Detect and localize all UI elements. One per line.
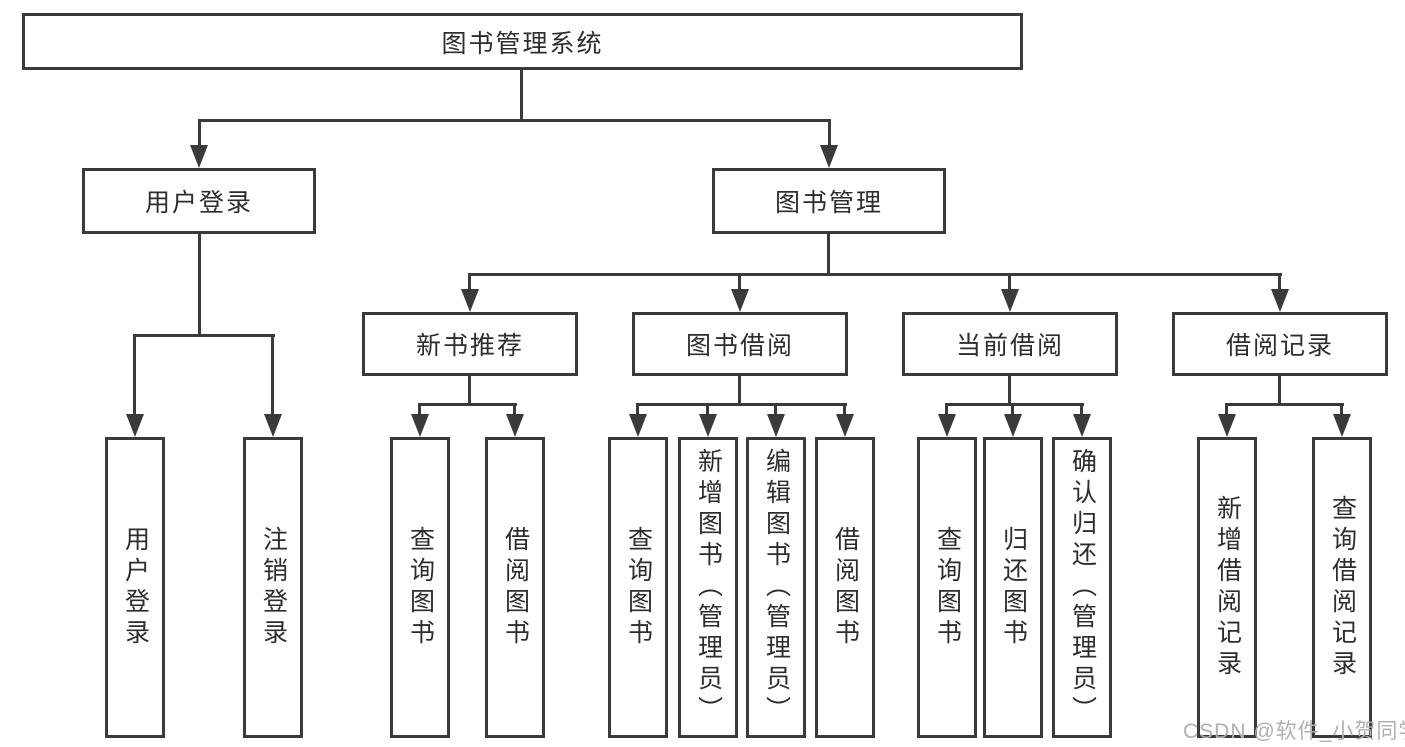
leaf-borrow-books-label: 借阅图书 [831,525,860,650]
leaf-add-book-admin: 新增图书（管理员） [678,437,738,738]
arrowhead-down [699,414,717,437]
arrowhead-down [411,414,429,437]
arrowhead-down [820,145,838,168]
node-new-book-recommend: 新书推荐 [362,312,578,376]
arrowhead-down [461,289,479,312]
connector-line [1225,406,1228,415]
leaf-query-borrow-record: 查询借阅记录 [1312,437,1372,738]
leaf-logout-label: 注销登录 [259,525,288,650]
connector-line [945,406,948,415]
arrowhead-down [1333,414,1351,437]
connector-line [468,273,1282,276]
leaf-return-book-label: 归还图书 [999,525,1028,650]
watermark: CSDN @软件_小贺同学 [1183,720,1405,743]
leaf-query-books-recommend: 查询图书 [390,437,450,738]
connector-line [271,337,274,415]
connector-line [1008,276,1011,290]
leaf-query-borrow-record-label: 查询借阅记录 [1328,494,1357,681]
connector-line [774,406,777,415]
node-borrow-records: 借阅记录 [1172,312,1388,376]
node-book-management-label: 图书管理 [774,189,883,217]
leaf-query-books-current-label: 查询图书 [933,525,962,650]
leaf-add-book-admin-label: 新增图书（管理员） [694,448,723,727]
leaf-query-books-recommend-label: 查询图书 [406,525,435,650]
arrowhead-down [767,414,785,437]
connector-line [1225,403,1344,406]
node-user-login-label: 用户登录 [144,189,253,217]
connector-line [1278,376,1281,406]
connector-line [1278,276,1281,290]
leaf-query-books-borrow-label: 查询图书 [624,525,653,650]
arrowhead-down [1073,414,1091,437]
leaf-borrow-books-recommend-label: 借阅图书 [501,525,530,650]
connector-line [1340,406,1343,415]
leaf-add-borrow-record-label: 新增借阅记录 [1213,494,1242,681]
arrowhead-down [629,414,647,437]
connector-line [945,403,1084,406]
connector-line [738,276,741,290]
arrowhead-down [506,414,524,437]
connector-line [418,406,421,415]
leaf-return-book: 归还图书 [983,437,1043,738]
connector-line [133,334,275,337]
connector-line [520,69,523,121]
leaf-edit-book-admin: 编辑图书（管理员） [746,437,806,738]
node-root: 图书管理系统 [22,13,1023,70]
connector-line [738,376,741,406]
arrowhead-down [1218,414,1236,437]
connector-line [468,376,471,406]
leaf-logout: 注销登录 [243,437,303,738]
connector-line [198,121,201,146]
leaf-user-login: 用户登录 [105,437,165,738]
leaf-user-login-label: 用户登录 [121,525,150,650]
node-borrow-records-label: 借阅记录 [1225,332,1334,360]
arrowhead-down [126,414,144,437]
arrowhead-down [190,145,208,168]
node-new-book-recommend-label: 新书推荐 [415,332,524,360]
arrowhead-down [731,289,749,312]
connector-line [843,406,846,415]
arrowhead-down [938,414,956,437]
connector-line [1008,376,1011,406]
connector-line [706,406,709,415]
leaf-query-books-current: 查询图书 [917,437,977,738]
arrowhead-down [264,414,282,437]
connector-line [513,406,516,415]
leaf-borrow-books-recommend: 借阅图书 [485,437,545,738]
node-book-borrow-label: 图书借阅 [685,332,794,360]
node-current-borrow: 当前借阅 [902,312,1118,376]
arrowhead-down [1004,414,1022,437]
connector-line [198,119,831,122]
leaf-borrow-books: 借阅图书 [815,437,875,738]
node-user-login: 用户登录 [82,168,316,234]
arrowhead-down [1271,289,1289,312]
leaf-edit-book-admin-label: 编辑图书（管理员） [762,448,791,727]
node-book-borrow: 图书借阅 [632,312,848,376]
connector-line [827,234,830,276]
connector-line [198,234,201,335]
leaf-confirm-return-admin-label: 确认归还（管理员） [1068,448,1097,727]
connector-line [468,276,471,290]
connector-line [418,403,517,406]
arrowhead-down [1001,289,1019,312]
connector-line [636,403,847,406]
connector-line [828,121,831,146]
connector-line [1011,406,1014,415]
node-book-management: 图书管理 [712,168,946,234]
arrowhead-down [836,414,854,437]
leaf-confirm-return-admin: 确认归还（管理员） [1052,437,1112,738]
leaf-query-books-borrow: 查询图书 [608,437,668,738]
connector-line [1080,406,1083,415]
connector-line [133,337,136,415]
node-root-label: 图书管理系统 [441,29,604,58]
node-current-borrow-label: 当前借阅 [955,332,1064,360]
connector-line [636,406,639,415]
leaf-add-borrow-record: 新增借阅记录 [1197,437,1257,738]
